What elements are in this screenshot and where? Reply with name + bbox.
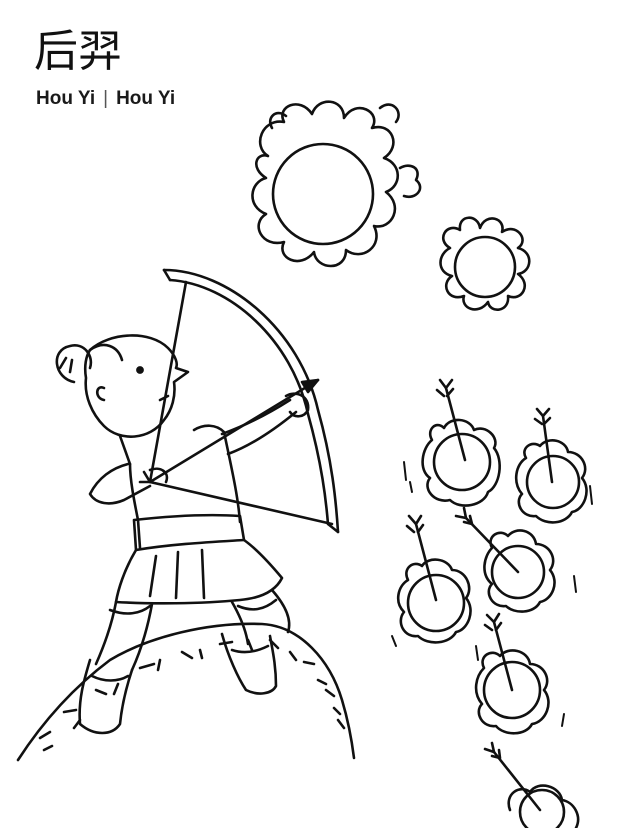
subtitle-left: Hou Yi <box>36 88 96 109</box>
bow-and-arrow <box>138 268 340 534</box>
subtitle-right: Hou Yi <box>116 88 176 109</box>
big-sun <box>251 100 422 268</box>
subtitle-separator: | <box>103 88 109 109</box>
small-sun <box>439 216 531 311</box>
page-title-chinese: 后羿 <box>34 26 122 77</box>
page-subtitle: Hou Yi | Hou Yi <box>36 88 175 110</box>
shot-sun-3 <box>454 506 556 613</box>
rock-hill <box>16 622 356 762</box>
shot-sun-5 <box>474 612 550 735</box>
motion-marks <box>391 461 593 727</box>
shot-sun-4 <box>396 514 472 644</box>
shot-sun-1 <box>421 378 501 507</box>
shot-sun-6 <box>483 741 580 828</box>
shot-sun-2 <box>514 407 588 524</box>
